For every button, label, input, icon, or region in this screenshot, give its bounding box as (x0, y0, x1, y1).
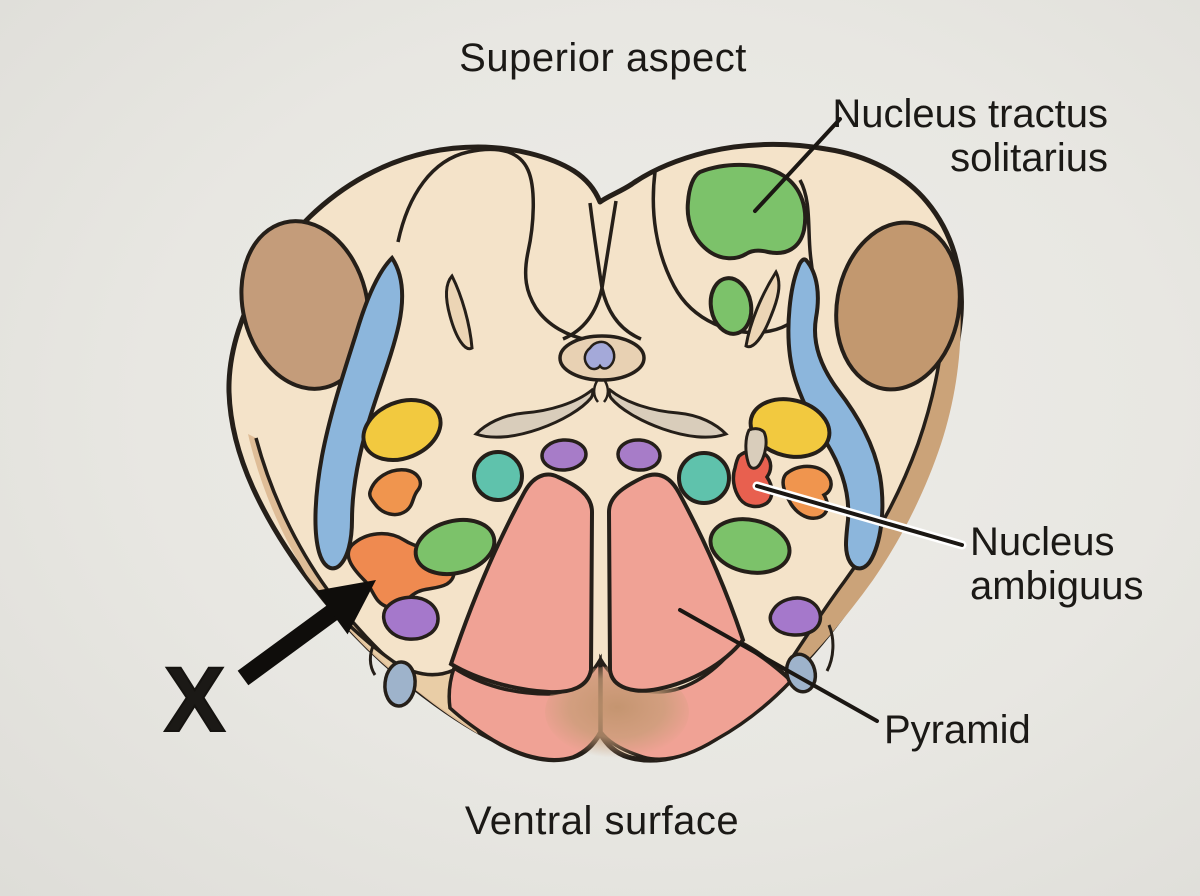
green-nucleus-left (413, 517, 497, 577)
arcuate-fiber-wing-left (473, 387, 595, 439)
nucleus-tractus-solitarius-label: Nucleus tractus solitarius (832, 92, 1108, 180)
purple-nucleus-right (616, 438, 662, 472)
spinal-trigeminal-tract-left (313, 254, 405, 571)
teal-nucleus-left (472, 450, 524, 502)
fiber-sliver-left (445, 273, 474, 351)
midline-divergence-lines (562, 287, 642, 341)
peduncle-right (834, 220, 962, 392)
section-edge-line (290, 556, 455, 677)
nts-label-line1: Nucleus tractus (832, 92, 1108, 136)
nts-label-line2: solitarius (950, 136, 1108, 180)
gray-blue-nucleus-left (383, 660, 417, 708)
peduncle-left (239, 219, 371, 391)
nts-small-lobe (708, 276, 754, 336)
rim-squiggle-left (368, 643, 377, 676)
x-arrow-shaft (237, 604, 339, 686)
ventral-surface-caption: Ventral surface (464, 799, 740, 843)
purple-blob-left (381, 595, 440, 641)
nts-enclosure-outline (651, 171, 814, 335)
midline-fiber-arcs (592, 380, 610, 403)
nucleus-ambiguus-label: Nucleus ambiguus (970, 520, 1143, 608)
dorsal-median-sulcus (588, 200, 618, 289)
orange-nucleus-small-left (368, 468, 423, 517)
x-arrow-head (315, 580, 376, 635)
pyramid-left-shape (448, 472, 595, 695)
pyramid-label: Pyramid (884, 708, 1031, 752)
nucleus-ambiguus-shape (731, 449, 774, 509)
beige-fiber-finger (744, 427, 768, 470)
yellow-nucleus-right (748, 397, 832, 459)
nts-leader-line (753, 117, 842, 213)
purple-nucleus-left (540, 438, 588, 472)
na-label-line1: Nucleus (970, 520, 1115, 564)
pyramid-right-shape (606, 472, 746, 693)
arcuate-fiber-wing-right (607, 387, 729, 439)
pyramid-leader-line (678, 608, 879, 723)
central-canal (583, 340, 616, 371)
green-nucleus-right (708, 517, 792, 575)
dorsal-column-outline-left (396, 147, 589, 342)
na-label-line2: ambiguus (970, 564, 1144, 608)
yellow-nucleus-left (361, 398, 443, 462)
rim-squiggle-right (825, 624, 835, 672)
x-marker-label: X (163, 649, 226, 751)
purple-blob-right (768, 596, 823, 637)
spinal-trigeminal-tract-right (786, 257, 885, 571)
nucleus-tractus-solitarius-shape (685, 163, 808, 261)
fiber-sliver-right (744, 268, 781, 349)
na-leader-line (755, 484, 964, 547)
teal-nucleus-right (677, 451, 731, 505)
superior-aspect-caption: Superior aspect (459, 36, 747, 80)
